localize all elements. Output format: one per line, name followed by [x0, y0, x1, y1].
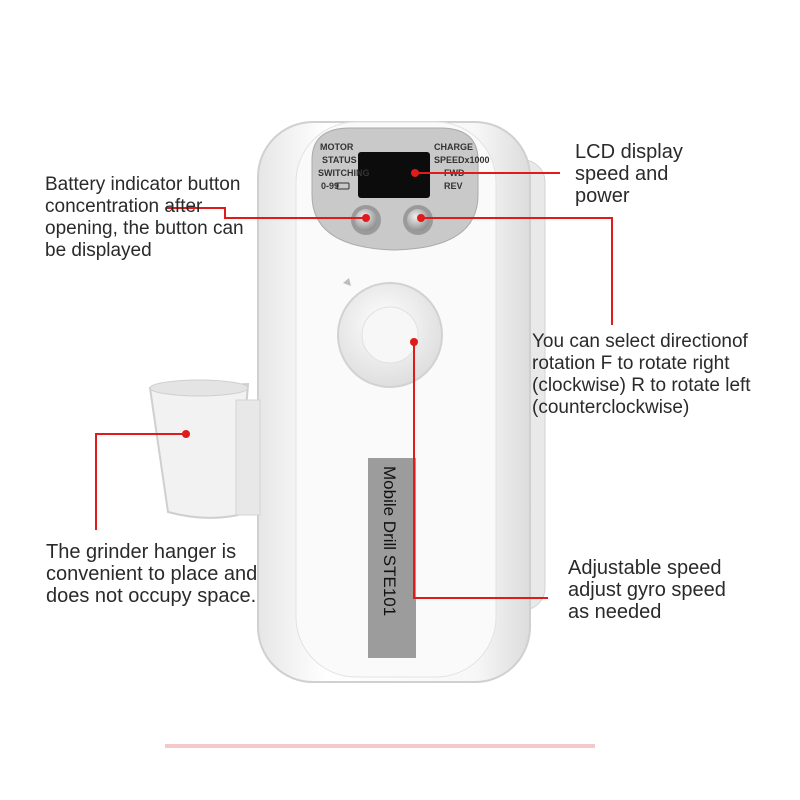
battery-icon — [336, 182, 350, 190]
callout-speed-text: Adjustable speed adjust gyro speed as ne… — [568, 557, 726, 623]
callout-lcd-text: LCD display speed and power — [575, 141, 683, 207]
panel-label-switching: SWITCHING — [318, 168, 370, 178]
grinder-hanger — [148, 382, 250, 519]
callout-line-direction — [421, 217, 613, 325]
panel-label-charge: CHARGE — [434, 142, 473, 152]
callout-direction-text: You can select directionof rotation F to… — [532, 331, 751, 418]
callout-hanger-text: The grinder hanger is convenient to plac… — [46, 541, 258, 607]
lcd-screen — [358, 152, 430, 198]
panel-label-speed: SPEEDx1000 — [434, 155, 490, 165]
grinder-hanger-rim — [149, 379, 249, 397]
grinder-hanger-bracket — [235, 399, 261, 516]
callout-lines — [95, 172, 613, 599]
knob-arrow-icon — [343, 278, 351, 286]
callout-battery-text: Battery indicator button concentration a… — [45, 174, 244, 261]
callout-dots — [182, 169, 425, 438]
callout-line-hanger — [95, 433, 186, 530]
model-label-plate — [368, 458, 416, 658]
speed-knob-center — [361, 306, 419, 364]
callout-line-battery — [166, 207, 366, 219]
device-front-face — [295, 121, 497, 678]
model-label-text: Mobile Drill STE101 — [380, 466, 399, 616]
panel-label-motor: MOTOR — [320, 142, 354, 152]
panel-label-status: STATUS — [322, 155, 357, 165]
callout-line-speed — [413, 342, 548, 599]
panel-label-range: 0-99 — [321, 181, 339, 191]
cropped-caption-strip — [165, 744, 595, 748]
panel-label-rev: REV — [444, 181, 463, 191]
